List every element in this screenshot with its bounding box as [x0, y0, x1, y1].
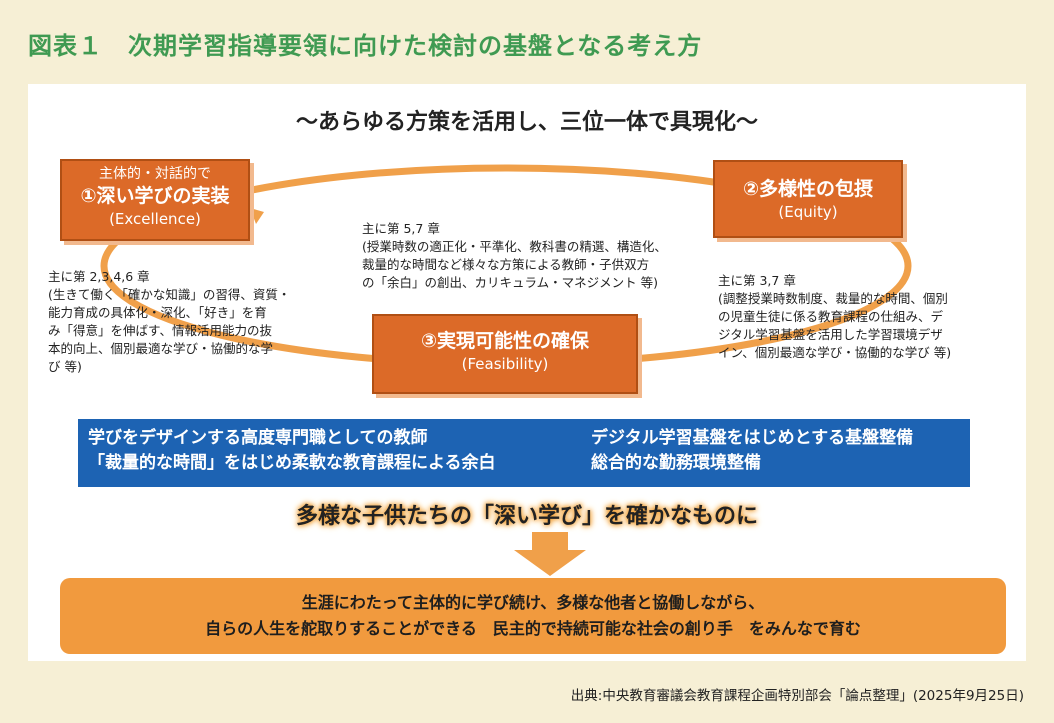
- source-citation: 出典:中央教育審議会教育課程企画特別部会「論点整理」(2025年9月25日): [570, 688, 1024, 704]
- note-excellence-body: (生きて働く「確かな知識」の習得、資質・ 能力育成の具体化・深化、「好き」を育 …: [48, 287, 291, 374]
- figure-title: 図表１ 次期学習指導要領に向けた検討の基盤となる考え方: [28, 32, 703, 60]
- pillar-feasibility-en: (Feasibility): [461, 355, 549, 373]
- note-feasibility-chapters: 主に第 5,7 章: [362, 221, 440, 236]
- foundation-item: 総合的な勤務環境整備: [591, 453, 761, 473]
- note-feasibility: 主に第 5,7 章 (授業時数の適正化・平準化、教科書の精選、構造化、 裁量的な…: [362, 220, 712, 292]
- down-arrow-icon: [514, 532, 586, 576]
- pillar-feasibility-label: ③実現可能性の確保: [420, 330, 590, 352]
- pillar-feasibility: ③実現可能性の確保 (Feasibility): [372, 314, 638, 394]
- subtitle: ～あらゆる方策を活用し、三位一体で具現化～: [295, 110, 758, 135]
- outcome-box: 生涯にわたって主体的に学び続け、多様な他者と協働しながら、 自らの人生を舵取りす…: [60, 578, 1006, 654]
- pillar-equity: ②多様性の包摂 (Equity): [713, 160, 903, 238]
- diagram-panel: ～あらゆる方策を活用し、三位一体で具現化～ 主体的・対話的で ①深い学びの実装 …: [28, 84, 1026, 661]
- pillar-equity-label: ②多様性の包摂: [742, 178, 874, 200]
- pillar-excellence: 主体的・対話的で ①深い学びの実装 (Excellence): [60, 159, 250, 241]
- foundation-right: デジタル学習基盤をはじめとする基盤整備 総合的な勤務環境整備: [591, 426, 913, 476]
- foundation-item: 学びをデザインする高度専門職としての教師: [88, 428, 428, 448]
- outcome-line: 自らの人生を舵取りすることができる 民主的で持続可能な社会の創り手 をみんなで育…: [205, 619, 861, 638]
- note-equity: 主に第 3,7 章 (調整授業時数制度、裁量的な時間、個別 の児童生徒に係る教育…: [718, 272, 1018, 362]
- note-excellence: 主に第 2,3,4,6 章 (生きて働く「確かな知識」の習得、資質・ 能力育成の…: [48, 268, 348, 376]
- note-excellence-chapters: 主に第 2,3,4,6 章: [48, 269, 150, 284]
- foundation-item: デジタル学習基盤をはじめとする基盤整備: [591, 428, 914, 448]
- pillar-excellence-prefix: 主体的・対話的で: [99, 166, 211, 182]
- foundation-box: 学びをデザインする高度専門職としての教師 「裁量的な時間」をはじめ柔軟な教育課程…: [78, 419, 970, 487]
- note-equity-chapters: 主に第 3,7 章: [718, 273, 796, 288]
- note-feasibility-body: (授業時数の適正化・平準化、教科書の精選、構造化、 裁量的な時間など様々な方策に…: [362, 239, 667, 290]
- foundation-left: 学びをデザインする高度専門職としての教師 「裁量的な時間」をはじめ柔軟な教育課程…: [88, 426, 496, 476]
- pillar-equity-en: (Equity): [778, 203, 838, 221]
- note-equity-body: (調整授業時数制度、裁量的な時間、個別 の児童生徒に係る教育課程の仕組み、デ ジ…: [718, 291, 952, 360]
- goal-statement: 多様な子供たちの「深い学び」を確かなものに: [295, 504, 758, 529]
- pillar-excellence-en: (Excellence): [109, 210, 201, 228]
- pillar-excellence-label: ①深い学びの実装: [80, 185, 230, 207]
- outcome-line: 生涯にわたって主体的に学び続け、多様な他者と協働しながら、: [301, 593, 765, 612]
- foundation-item: 「裁量的な時間」をはじめ柔軟な教育課程による余白: [88, 453, 496, 473]
